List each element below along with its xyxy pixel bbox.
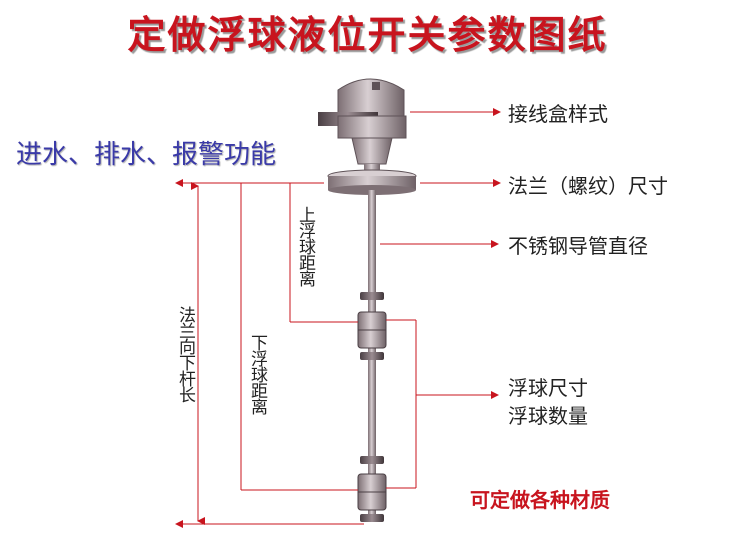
junction-box	[318, 78, 407, 174]
tube-diameter-label: 不锈钢导管直径	[508, 234, 648, 258]
lower-float-distance-label: 下浮球距离	[247, 334, 267, 414]
material-note: 可定做各种材质	[470, 488, 610, 512]
page-title: 定做浮球液位开关参数图纸	[127, 13, 608, 57]
flange-size-label: 法兰（螺纹）尺寸	[508, 174, 668, 198]
upper-float	[357, 292, 387, 360]
function-subtitle: 进水、排水、报警功能	[16, 140, 277, 170]
junction-box-label: 接线盒样式	[508, 102, 608, 126]
upper-float-distance-label: 上浮球距离	[295, 206, 315, 286]
lower-float	[357, 456, 387, 522]
float-count-label: 浮球数量	[508, 404, 588, 428]
dimension-lines	[175, 108, 501, 528]
float-size-label: 浮球尺寸	[508, 376, 588, 400]
rod-length-label: 法兰向下杆长	[175, 306, 195, 402]
